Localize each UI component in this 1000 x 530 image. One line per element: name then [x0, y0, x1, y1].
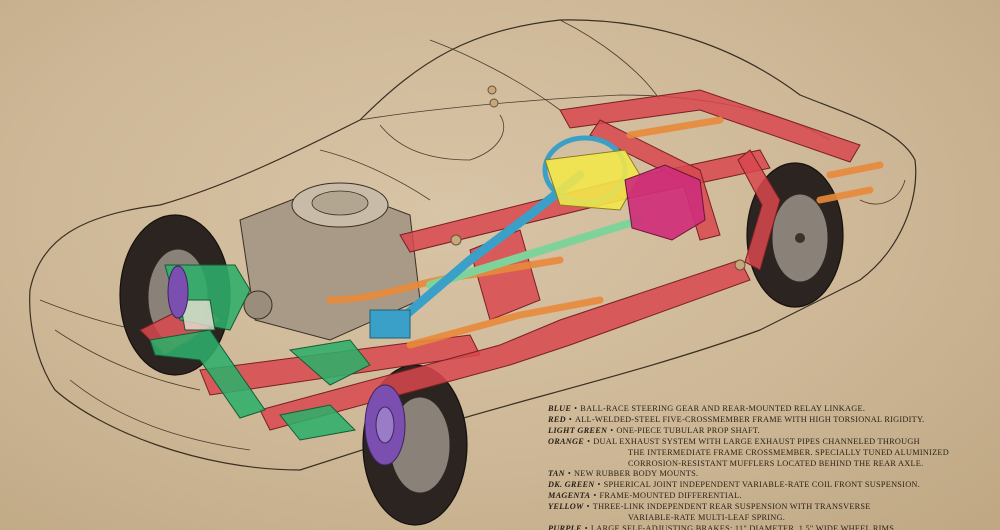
- legend-description: DUAL EXHAUST SYSTEM WITH LARGE EXHAUST P…: [593, 436, 920, 446]
- light-green-prop-shaft: [426, 216, 644, 289]
- car-body-outline: [29, 19, 917, 471]
- dark-green-front-suspension: [149, 264, 371, 441]
- legend-description: ONE-PIECE TUBULAR PROP SHAFT.: [616, 425, 760, 435]
- legend-key: DK. GREEN: [548, 480, 595, 490]
- magenta-differential: [624, 164, 706, 241]
- legend-description: THREE-LINK INDEPENDENT REAR SUSPENSION W…: [592, 502, 871, 512]
- legend-entry-orange: ORANGE•DUAL EXHAUST SYSTEM WITH LARGE EX…: [548, 436, 949, 468]
- legend-key: BLUE: [548, 404, 572, 413]
- purple-brakes: [167, 265, 406, 466]
- tan-body-mounts: [450, 85, 746, 271]
- legend-description: BALL-RACE STEERING GEAR AND REAR-MOUNTED…: [580, 404, 866, 413]
- legend-key: TAN: [548, 469, 565, 479]
- legend-description: LARGE SELF-ADJUSTING BRAKES; 11" DIAMETE…: [590, 523, 897, 530]
- legend-description: FRAME-MOUNTED DIFFERENTIAL.: [599, 491, 742, 501]
- legend-key: MAGENTA: [548, 491, 591, 501]
- legend-description: NEW RUBBER BODY MOUNTS.: [574, 469, 699, 479]
- orange-exhaust: [326, 116, 884, 349]
- legend-key: RED: [548, 414, 566, 424]
- color-legend: BLUE•BALL-RACE STEERING GEAR AND REAR-MO…: [548, 404, 996, 530]
- legend-description: THE INTERMEDIATE FRAME CROSSMEMBER. SPEC…: [628, 447, 949, 457]
- legend-key: LIGHT GREEN: [548, 425, 608, 435]
- legend-entry-dk-green: DK. GREEN•SPHERICAL JOINT INDEPENDENT VA…: [548, 480, 920, 490]
- legend-description: ALL-WELDED-STEEL FIVE-CROSSMEMBER FRAME …: [574, 414, 925, 424]
- legend-description: VARIABLE-RATE MULTI-LEAF SPRING.: [628, 513, 786, 523]
- legend-key: PURPLE: [548, 523, 582, 530]
- engine-block: [239, 182, 421, 341]
- legend-entry-light-green: LIGHT GREEN•ONE-PIECE TUBULAR PROP SHAFT…: [548, 425, 760, 435]
- legend-entry-tan: TAN•NEW RUBBER BODY MOUNTS.: [548, 469, 699, 479]
- legend-entry-yellow: YELLOW•THREE-LINK INDEPENDENT REAR SUSPE…: [548, 502, 871, 523]
- legend-key: ORANGE: [548, 436, 585, 446]
- legend-entry-red: RED•ALL-WELDED-STEEL FIVE-CROSSMEMBER FR…: [548, 414, 925, 424]
- legend-key: YELLOW: [548, 502, 584, 512]
- legend-entry-purple: PURPLE•LARGE SELF-ADJUSTING BRAKES; 11" …: [548, 524, 996, 530]
- legend-description: SPHERICAL JOINT INDEPENDENT VARIABLE-RAT…: [603, 480, 920, 490]
- legend-entry-magenta: MAGENTA•FRAME-MOUNTED DIFFERENTIAL.: [548, 491, 742, 501]
- legend-entry-blue: BLUE•BALL-RACE STEERING GEAR AND REAR-MO…: [548, 404, 866, 413]
- legend-description: CORROSION-RESISTANT MUFFLERS LOCATED BEH…: [628, 458, 924, 468]
